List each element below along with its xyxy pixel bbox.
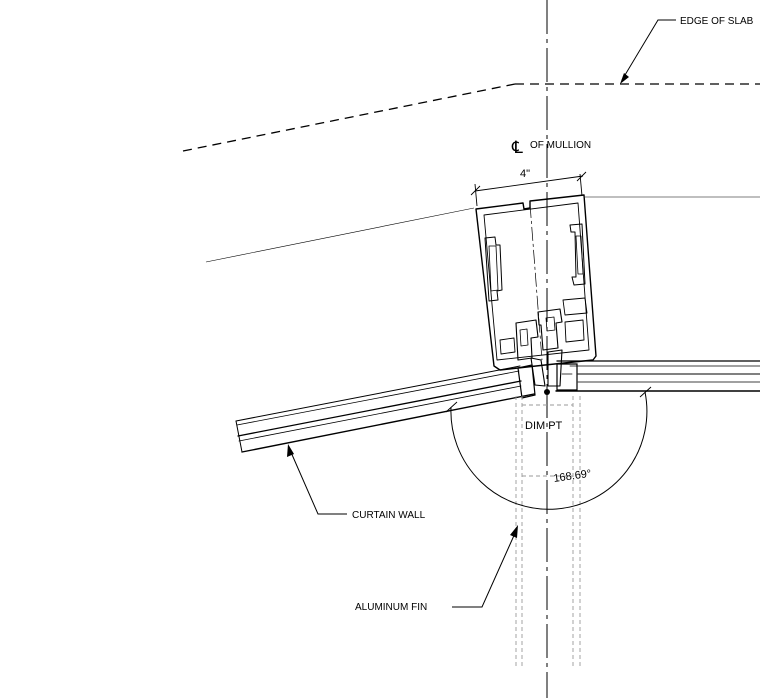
edge-of-slab-leader (621, 19, 676, 81)
edge-of-slab-label: EDGE OF SLAB (680, 16, 754, 27)
edge-of-slab-arrowhead (620, 73, 629, 84)
dim-pt-label: DIM PT (525, 420, 563, 432)
curtain-wall-label: CURTAIN WALL (352, 510, 426, 521)
curtain-wall-leader (289, 449, 347, 515)
width-dimension-label: 4" (520, 168, 530, 180)
left-reference-line (205, 207, 475, 263)
angle-arc-ticks (445, 386, 652, 413)
angle-arc (450, 391, 648, 510)
right-curtain-wall-panel (555, 360, 760, 392)
curtain-wall-arrowhead (287, 444, 294, 457)
aluminum-fin-leader (452, 530, 517, 608)
dim-point-marker (544, 389, 550, 395)
centerline-symbol: ℄ (511, 138, 523, 157)
edge-of-slab-line (182, 83, 760, 152)
width-dimension (470, 171, 587, 207)
left-curtain-wall-panel (235, 364, 536, 453)
of-mullion-label: OF MULLION (530, 140, 591, 151)
mullion-inner-axis (529, 203, 543, 361)
angle-label: 168.69° (553, 468, 592, 485)
aluminum-fin-hidden-outline (515, 396, 581, 668)
aluminum-fin-arrowhead (510, 525, 518, 538)
aluminum-fin-label: ALUMINUM FIN (355, 602, 427, 613)
mullion-profile (475, 194, 597, 387)
